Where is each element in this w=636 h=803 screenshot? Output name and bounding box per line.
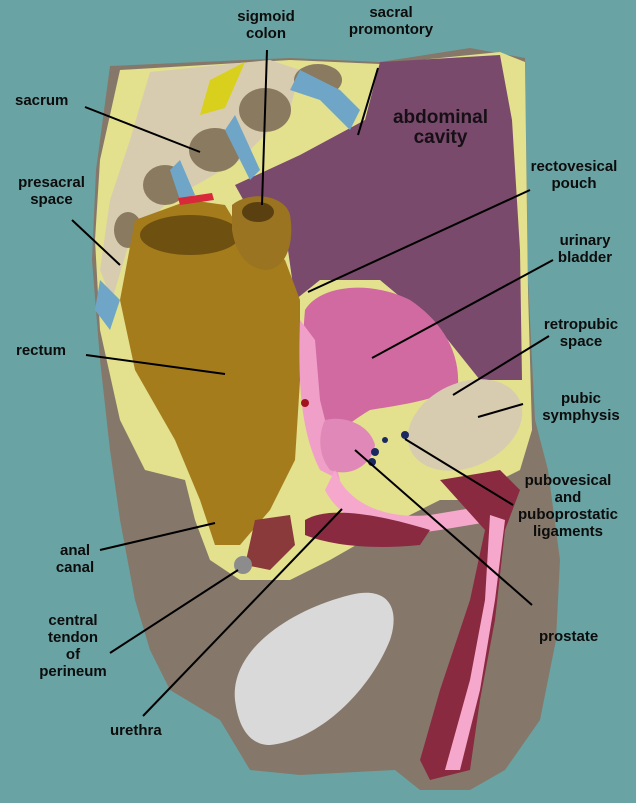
label-anal-canal: anal canal <box>55 542 95 576</box>
central-tendon-node <box>234 556 252 574</box>
label-abdominal-cavity: abdominal cavity <box>392 107 488 148</box>
anal-sphincter <box>245 515 295 570</box>
label-rectovesical-pouch: rectovesical pouch <box>530 158 618 192</box>
label-urethra: urethra <box>110 722 162 739</box>
urinary-bladder-organ <box>303 287 459 450</box>
presacral-vessel <box>178 193 214 205</box>
disc-spaces <box>95 70 360 330</box>
spinal-canal <box>200 62 245 115</box>
leader-lines <box>71 49 554 717</box>
prostate-organ <box>320 418 375 473</box>
label-pubovesical-ligaments: pubovesical and puboprostatic ligaments <box>518 472 618 540</box>
testis-organ <box>234 592 394 745</box>
label-pubic-symphysis: pubic symphysis <box>542 390 620 424</box>
label-presacral-space: presacral space <box>18 174 85 208</box>
label-urinary-bladder: urinary bladder <box>557 232 613 266</box>
pubic-symphysis-bone <box>407 379 523 471</box>
label-sacral-promontory: sacral promontory <box>348 4 434 38</box>
sigmoid-lumen <box>242 202 274 222</box>
label-sacrum: sacrum <box>15 92 69 109</box>
perineal-muscle <box>305 512 430 547</box>
rectum-lumen <box>140 215 240 255</box>
label-central-tendon: central tendon of perineum <box>39 612 107 680</box>
label-sigmoid-colon: sigmoid colon <box>237 8 295 42</box>
label-prostate: prostate <box>539 628 599 645</box>
label-retropubic-space: retropubic space <box>543 316 619 350</box>
corpus-spongiosum <box>445 515 505 770</box>
abdominal-cavity-region <box>235 55 522 380</box>
vessels <box>301 399 409 466</box>
label-rectum: rectum <box>16 342 67 359</box>
